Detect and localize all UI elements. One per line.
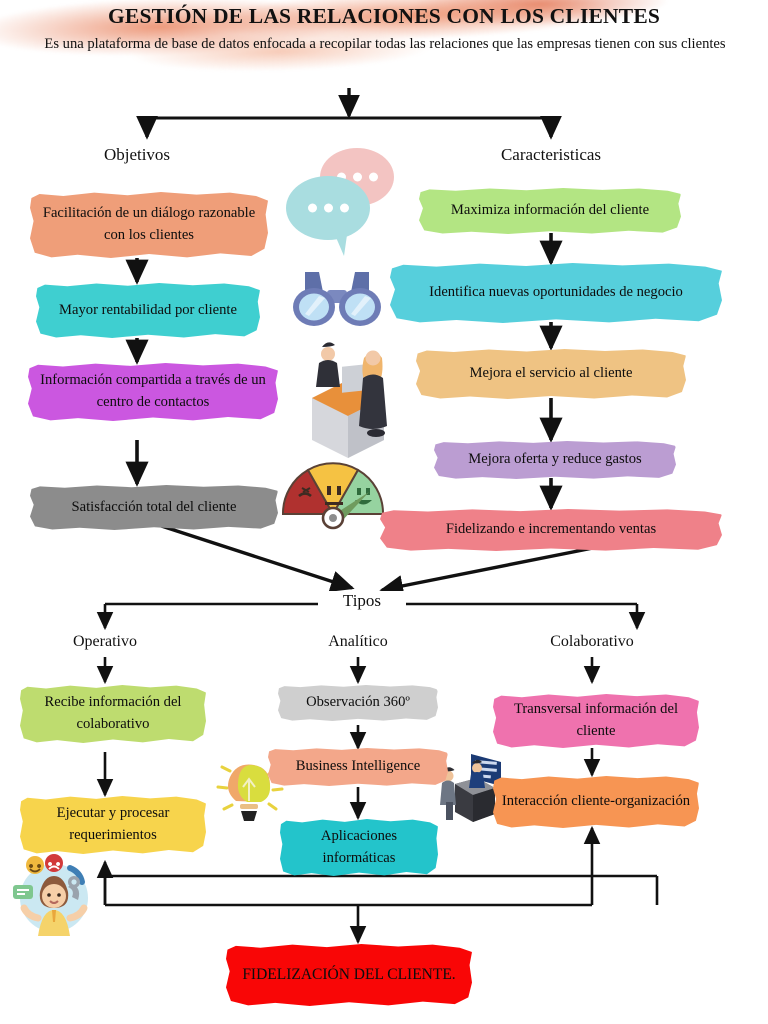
operativo-label-2: Ejecutar y procesar requerimientos [56, 805, 170, 843]
analitico-label-1: Observación 360º [306, 694, 410, 711]
tipo-title-analitico: Analítico [328, 633, 388, 650]
objetivo-box-3[interactable]: Información compartida a través de un ce… [28, 363, 278, 421]
operativo-step-1[interactable]: Recibe información del colaborativo [20, 685, 206, 743]
conclusion-box[interactable]: FIDELIZACIÓN DEL CLIENTE. [226, 944, 472, 1006]
analitico-step-1[interactable]: Observación 360º [278, 685, 438, 721]
objetivo-box-1[interactable]: Facilitación de un diálogo razonable con… [30, 192, 268, 258]
colaborativo-step-2[interactable]: Interacción cliente-organización [493, 776, 699, 828]
speech-bubbles-icon [286, 148, 398, 258]
caracteristica-box-1[interactable]: Maximiza información del cliente [419, 188, 681, 234]
operativo-step-2[interactable]: Ejecutar y procesar requerimientos [20, 796, 206, 854]
operativo-label-1: Recibe información del colaborativo [44, 694, 182, 732]
lightbulb-icon [216, 757, 288, 829]
objetivo-label-1: Facilitación de un diálogo razonable con… [42, 205, 256, 243]
caracteristica-box-5[interactable]: Fidelizando e incrementando ventas [380, 509, 722, 551]
analitico-label-2: Business Intelligence [295, 758, 421, 775]
caracteristica-box-3[interactable]: Mejora el servicio al cliente [416, 349, 686, 399]
tipos-label: Tipos [318, 591, 406, 611]
customer-support-person-icon [8, 848, 100, 940]
branch-label-objetivos: Objetivos [103, 145, 171, 164]
info-desk-people-icon [437, 750, 519, 832]
tipo-title-colaborativo: Colaborativo [550, 633, 634, 650]
objetivo-box-4[interactable]: Satisfacción total del cliente [30, 485, 278, 530]
page-title: GESTIÓN DE LAS RELACIONES CON LOS CLIENT… [107, 4, 661, 28]
colaborativo-step-1[interactable]: Transversal información del cliente [493, 694, 699, 748]
page-subtitle: Es una plataforma de base de datos enfoc… [44, 36, 726, 52]
objetivo-label-4: Satisfacción total del cliente [71, 498, 237, 515]
caracteristica-label-5: Fidelizando e incrementando ventas [445, 521, 657, 538]
caracteristica-label-3: Mejora el servicio al cliente [469, 365, 633, 382]
conclusion-label: FIDELIZACIÓN DEL CLIENTE. [242, 966, 456, 984]
caracteristica-box-2[interactable]: Identifica nuevas oportunidades de negoc… [390, 263, 722, 323]
objetivo-label-3: Información compartida a través de un ce… [40, 372, 266, 410]
colaborativo-label-1: Transversal información del cliente [513, 701, 678, 739]
binoculars-icon [289, 266, 387, 328]
caracteristica-box-4[interactable]: Mejora oferta y reduce gastos [434, 441, 676, 479]
caracteristica-label-1: Maximiza información del cliente [450, 202, 650, 219]
objetivo-label-2: Mayor rentabilidad por cliente [59, 301, 237, 318]
caracteristica-label-4: Mejora oferta y reduce gastos [468, 451, 642, 468]
objetivo-box-2[interactable]: Mayor rentabilidad por cliente [36, 283, 260, 338]
analitico-label-3: Aplicaciones informáticas [320, 827, 398, 866]
satisfaction-gauge-icon [277, 452, 389, 534]
colaborativo-label-2: Interacción cliente-organización [501, 793, 691, 810]
reception-desk-people-icon [292, 336, 398, 458]
caracteristica-label-2: Identifica nuevas oportunidades de negoc… [429, 284, 683, 301]
analitico-step-3[interactable]: Aplicaciones informáticas [280, 819, 438, 876]
branch-label-caracteristicas: Caracteristicas [500, 145, 602, 164]
tipo-title-operativo: Operativo [73, 633, 137, 650]
analitico-step-2[interactable]: Business Intelligence [268, 748, 448, 786]
